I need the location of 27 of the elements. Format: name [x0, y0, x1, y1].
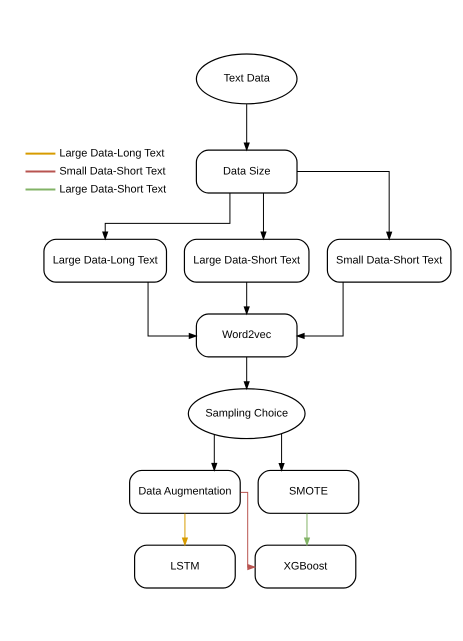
arrow	[148, 281, 198, 339]
node-box: Word2vec	[196, 312, 298, 357]
legend-label: Large Data-Long Text	[59, 146, 164, 159]
arrow	[211, 434, 218, 472]
arrow	[244, 281, 250, 315]
node-box: SMOTE	[258, 469, 360, 514]
node-box: XGBoost	[254, 544, 356, 588]
node-box: LSTM	[134, 544, 236, 588]
arrow	[278, 432, 285, 472]
node-box: Data Size	[196, 149, 298, 194]
node-box: Data Augmentation	[129, 469, 241, 514]
arrow	[244, 103, 250, 152]
node-ellipse: Sampling Choice	[188, 388, 306, 439]
legend-label: Small Data-Short Text	[59, 164, 166, 177]
arrow	[244, 356, 250, 390]
arrow	[260, 192, 267, 240]
arrow	[182, 512, 188, 546]
legend-label: Large Data-Short Text	[59, 182, 166, 195]
node-box: Small Data-Short Text	[326, 238, 452, 282]
arrow	[240, 491, 256, 570]
node-ellipse: Text Data	[196, 52, 298, 104]
arrow	[296, 170, 392, 240]
arrow	[304, 512, 310, 546]
node-box: Large Data-Long Text	[43, 238, 168, 282]
arrow	[102, 192, 230, 240]
node-box: Large Data-Short Text	[184, 238, 310, 282]
arrow	[296, 281, 344, 339]
